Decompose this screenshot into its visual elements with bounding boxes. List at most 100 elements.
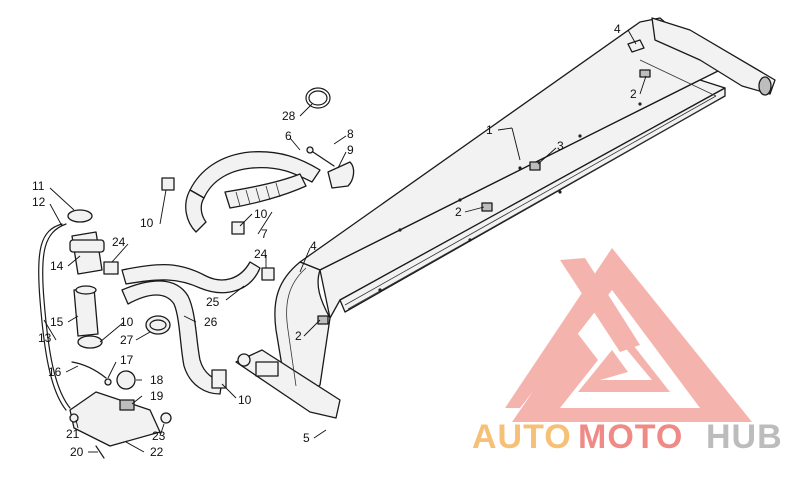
leader-lines <box>43 29 647 453</box>
callout-11: 11 <box>32 179 45 193</box>
callout-12: 12 <box>32 195 46 209</box>
reservoir-bottle-22 <box>69 391 161 447</box>
watermark-auto: AUTO <box>472 418 572 456</box>
callout-15: 15 <box>50 315 64 329</box>
clamp-28 <box>305 87 331 109</box>
callout-9: 9 <box>347 143 354 157</box>
hose-6 <box>189 151 321 199</box>
hose-6-lower <box>185 189 207 233</box>
hose-7-ribs <box>235 182 281 207</box>
clip-top <box>639 69 651 78</box>
callout-22: 22 <box>150 445 164 459</box>
clamp-28-inner <box>308 90 328 106</box>
rivet <box>458 198 462 202</box>
callout-23: 23 <box>152 429 166 443</box>
clamp-10-top <box>161 177 175 191</box>
clamp-27-inner <box>149 319 167 331</box>
watermark-moto: MOTO <box>578 418 683 456</box>
screw-20 <box>95 445 105 459</box>
logo-slash <box>560 258 640 352</box>
hoses <box>121 87 355 395</box>
logo-triangle-inner <box>578 318 670 392</box>
rivet <box>558 190 562 194</box>
callout-24: 24 <box>112 235 126 249</box>
filler-neck-14 <box>71 231 103 275</box>
frame-rail-lower <box>339 87 726 313</box>
callout-8: 8 <box>347 127 354 141</box>
radiator-cap-11 <box>67 209 93 223</box>
callout-24: 24 <box>254 247 268 261</box>
rivet <box>578 134 582 138</box>
watermark-hub: HUB <box>706 418 783 456</box>
callout-21: 21 <box>66 427 80 441</box>
reservoir-cap-18 <box>116 370 136 390</box>
frame-rail <box>235 17 776 419</box>
frame-end-tube <box>651 17 776 95</box>
callout-3: 3 <box>557 139 564 153</box>
callout-5: 5 <box>303 431 310 445</box>
frame-rail-top <box>299 17 721 271</box>
grommet-21 <box>69 413 79 423</box>
rivet <box>378 288 382 292</box>
callout-13: 13 <box>38 331 52 345</box>
callout-4: 4 <box>614 22 621 36</box>
callout-2: 2 <box>455 205 462 219</box>
hose-7 <box>224 173 307 209</box>
clip-mid <box>529 161 541 171</box>
bolt-8 <box>309 149 335 167</box>
callout-2: 2 <box>295 329 302 343</box>
clamp-27 <box>145 315 171 335</box>
callout-28: 28 <box>282 109 296 123</box>
callout-16: 16 <box>48 365 62 379</box>
neck-housing <box>327 161 355 189</box>
callout-27: 27 <box>120 333 134 347</box>
hose-15 <box>73 287 99 337</box>
clamp-10-lower <box>77 335 103 349</box>
reservoir-neck-19 <box>119 399 135 411</box>
foot-fitting <box>255 361 279 377</box>
rivet <box>398 228 402 232</box>
callout-10: 10 <box>120 315 134 329</box>
overflow-hose-13b <box>42 223 71 409</box>
callout-6: 6 <box>285 129 292 143</box>
callout-10: 10 <box>140 216 154 230</box>
grommet-23 <box>160 412 172 424</box>
bolt-8-head <box>306 146 314 154</box>
callout-18: 18 <box>150 373 164 387</box>
callout-14: 14 <box>50 259 64 273</box>
clamp-17 <box>104 378 112 386</box>
callout-7: 7 <box>261 227 268 241</box>
callout-10: 10 <box>238 393 252 407</box>
clip-low <box>481 202 493 212</box>
callout-19: 19 <box>150 389 164 403</box>
logo-triangle-outer <box>505 248 752 422</box>
hose-clamp-bottom <box>211 369 227 389</box>
callout-25: 25 <box>206 295 220 309</box>
callout-26: 26 <box>204 315 218 329</box>
foot-fitting-end <box>237 353 251 367</box>
overflow-hose-13 <box>38 223 67 411</box>
clamp-24-right <box>261 267 275 281</box>
callout-4: 4 <box>310 239 317 253</box>
filler-assembly <box>38 209 119 411</box>
rivet <box>518 166 522 170</box>
callout-labels: 1 2 2 2 3 4 4 5 6 7 8 9 10 10 10 10 11 1… <box>32 22 637 459</box>
reservoir <box>69 361 172 459</box>
clamp-24-left <box>103 261 119 275</box>
filler-neck-flange <box>69 239 105 253</box>
clip-curve <box>317 315 329 325</box>
frame-end-opening <box>758 76 772 96</box>
callout-1: 1 <box>486 123 493 137</box>
callout-2: 2 <box>630 87 637 101</box>
callout-17: 17 <box>120 353 134 367</box>
watermark-wordmark: AUTO MOTO HUB <box>472 418 783 456</box>
callout-10: 10 <box>254 207 268 221</box>
rivet <box>638 102 642 106</box>
rivet <box>468 238 472 242</box>
hose-25 <box>121 261 261 294</box>
watermark-logo <box>505 248 752 422</box>
cap-fastener <box>627 39 645 53</box>
vent-hose-16 <box>71 361 107 379</box>
